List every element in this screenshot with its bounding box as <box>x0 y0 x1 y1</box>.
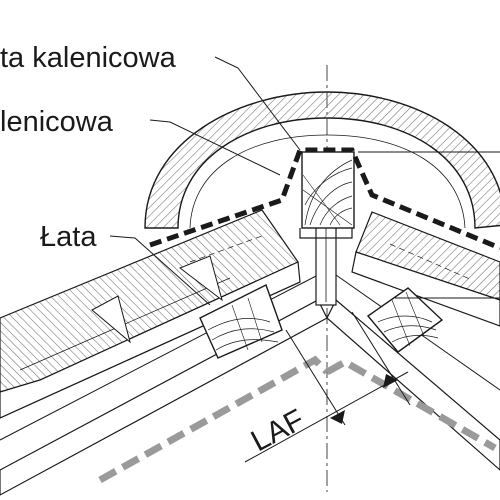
ridge-membrane <box>149 147 500 251</box>
batten-left <box>199 284 283 359</box>
roof-tiles-left <box>0 209 301 419</box>
ridge-tile <box>144 91 500 229</box>
ridge-batten-label: ta kalenicowa <box>0 42 177 74</box>
ridge-batten <box>301 151 355 229</box>
ridge-bracket <box>299 224 353 306</box>
batten-label: Łata <box>40 221 97 253</box>
rafters <box>0 274 500 496</box>
leader-lines <box>109 56 500 306</box>
laf-dimension <box>244 311 411 463</box>
batten-right <box>366 287 444 353</box>
roof-tiles-right <box>351 211 500 327</box>
laf-label: LAF <box>246 403 310 458</box>
ridge-element-label: lenicowa <box>0 106 114 138</box>
